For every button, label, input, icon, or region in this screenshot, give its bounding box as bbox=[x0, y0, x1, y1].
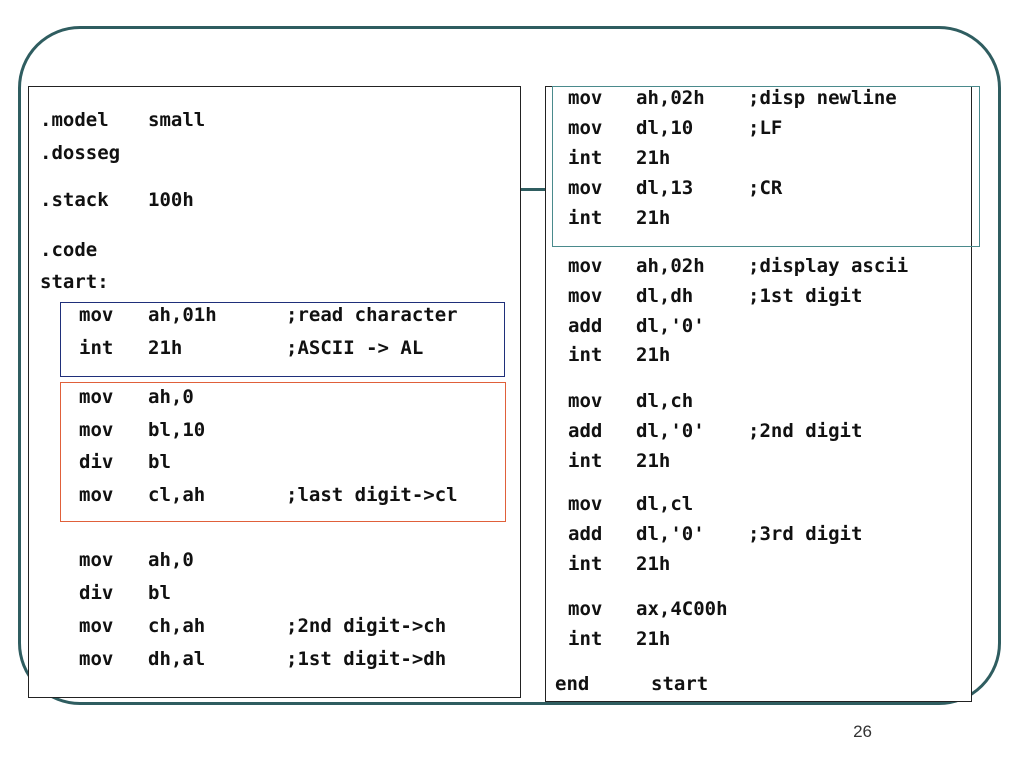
code-mnemonic: mov bbox=[568, 177, 603, 199]
code-comment: ;1st digit bbox=[748, 285, 863, 307]
code-operands: 21h bbox=[636, 207, 671, 229]
code-mnemonic: mov bbox=[568, 87, 603, 109]
code-mnemonic: end bbox=[555, 673, 590, 695]
code-comment: ;LF bbox=[748, 117, 783, 139]
code-mnemonic: mov bbox=[79, 549, 114, 571]
code-mnemonic: mov bbox=[568, 493, 603, 515]
code-comment: ;last digit->cl bbox=[286, 484, 458, 506]
code-mnemonic: mov bbox=[79, 648, 114, 670]
code-mnemonic: int bbox=[568, 344, 603, 366]
code-mnemonic: mov bbox=[79, 304, 114, 326]
code-mnemonic: add bbox=[568, 315, 603, 337]
code-mnemonic: mov bbox=[79, 615, 114, 637]
code-mnemonic: mov bbox=[79, 419, 114, 441]
code-operands: dl,'0' bbox=[636, 523, 705, 545]
code-comment: ;CR bbox=[748, 177, 783, 199]
page-number: 26 bbox=[853, 722, 872, 741]
code-mnemonic: int bbox=[568, 207, 603, 229]
code-mnemonic: int bbox=[568, 628, 603, 650]
code-comment: ;read character bbox=[286, 304, 458, 326]
code-operands: 100h bbox=[148, 189, 194, 211]
code-mnemonic: mov bbox=[568, 255, 603, 277]
code-operands: dl,13 bbox=[636, 177, 694, 199]
code-mnemonic: div bbox=[79, 451, 114, 473]
code-comment: ;3rd digit bbox=[748, 523, 863, 545]
code-mnemonic: mov bbox=[568, 117, 603, 139]
code-operands: bl bbox=[148, 582, 171, 604]
code-operands: dl,ch bbox=[636, 390, 694, 412]
code-operands: ah,02h bbox=[636, 87, 705, 109]
code-comment: ;1st digit->dh bbox=[286, 648, 447, 670]
code-operands: 21h bbox=[148, 337, 183, 359]
code-mnemonic: mov bbox=[79, 484, 114, 506]
code-mnemonic: mov bbox=[568, 390, 603, 412]
code-operands: dl,'0' bbox=[636, 315, 705, 337]
code-comment: ;display ascii bbox=[748, 255, 909, 277]
code-comment: ;2nd digit bbox=[748, 420, 863, 442]
code-operands: cl,ah bbox=[148, 484, 206, 506]
code-operands: ah,0 bbox=[148, 386, 194, 408]
code-operands: ax,4C00h bbox=[636, 598, 728, 620]
code-operands: 21h bbox=[636, 344, 671, 366]
code-operands: dl,dh bbox=[636, 285, 694, 307]
code-mnemonic: add bbox=[568, 420, 603, 442]
code-comment: ;2nd digit->ch bbox=[286, 615, 447, 637]
code-mnemonic: div bbox=[79, 582, 114, 604]
code-operands: dl,10 bbox=[636, 117, 694, 139]
code-mnemonic: mov bbox=[568, 285, 603, 307]
code-panel-left bbox=[28, 86, 521, 698]
code-mnemonic: int bbox=[568, 147, 603, 169]
frame-connector bbox=[520, 188, 550, 191]
code-mnemonic: .model bbox=[40, 109, 109, 131]
code-operands: ah,02h bbox=[636, 255, 705, 277]
code-comment: ;ASCII -> AL bbox=[286, 337, 424, 359]
code-mnemonic: .code bbox=[40, 239, 98, 261]
code-mnemonic: mov bbox=[568, 598, 603, 620]
code-operands: ch,ah bbox=[148, 615, 206, 637]
code-operands: dl,cl bbox=[636, 493, 694, 515]
code-operands: 21h bbox=[636, 450, 671, 472]
code-operands: bl bbox=[148, 451, 171, 473]
code-operands: bl,10 bbox=[148, 419, 206, 441]
code-mnemonic: int bbox=[79, 337, 114, 359]
code-mnemonic: mov bbox=[79, 386, 114, 408]
code-mnemonic: .dosseg bbox=[40, 142, 121, 164]
code-operands: 21h bbox=[636, 628, 671, 650]
code-operands: ah,0 bbox=[148, 549, 194, 571]
code-operands: small bbox=[148, 109, 206, 131]
code-mnemonic: add bbox=[568, 523, 603, 545]
code-comment: ;disp newline bbox=[748, 87, 897, 109]
code-operands: dh,al bbox=[148, 648, 206, 670]
code-panel-right bbox=[545, 86, 972, 702]
code-mnemonic: int bbox=[568, 450, 603, 472]
code-operands: ah,01h bbox=[148, 304, 217, 326]
code-operands: start bbox=[651, 673, 709, 695]
code-operands: 21h bbox=[636, 553, 671, 575]
code-operands: 21h bbox=[636, 147, 671, 169]
code-mnemonic: .stack bbox=[40, 189, 109, 211]
code-mnemonic: int bbox=[568, 553, 603, 575]
code-mnemonic: start: bbox=[40, 271, 109, 293]
code-operands: dl,'0' bbox=[636, 420, 705, 442]
